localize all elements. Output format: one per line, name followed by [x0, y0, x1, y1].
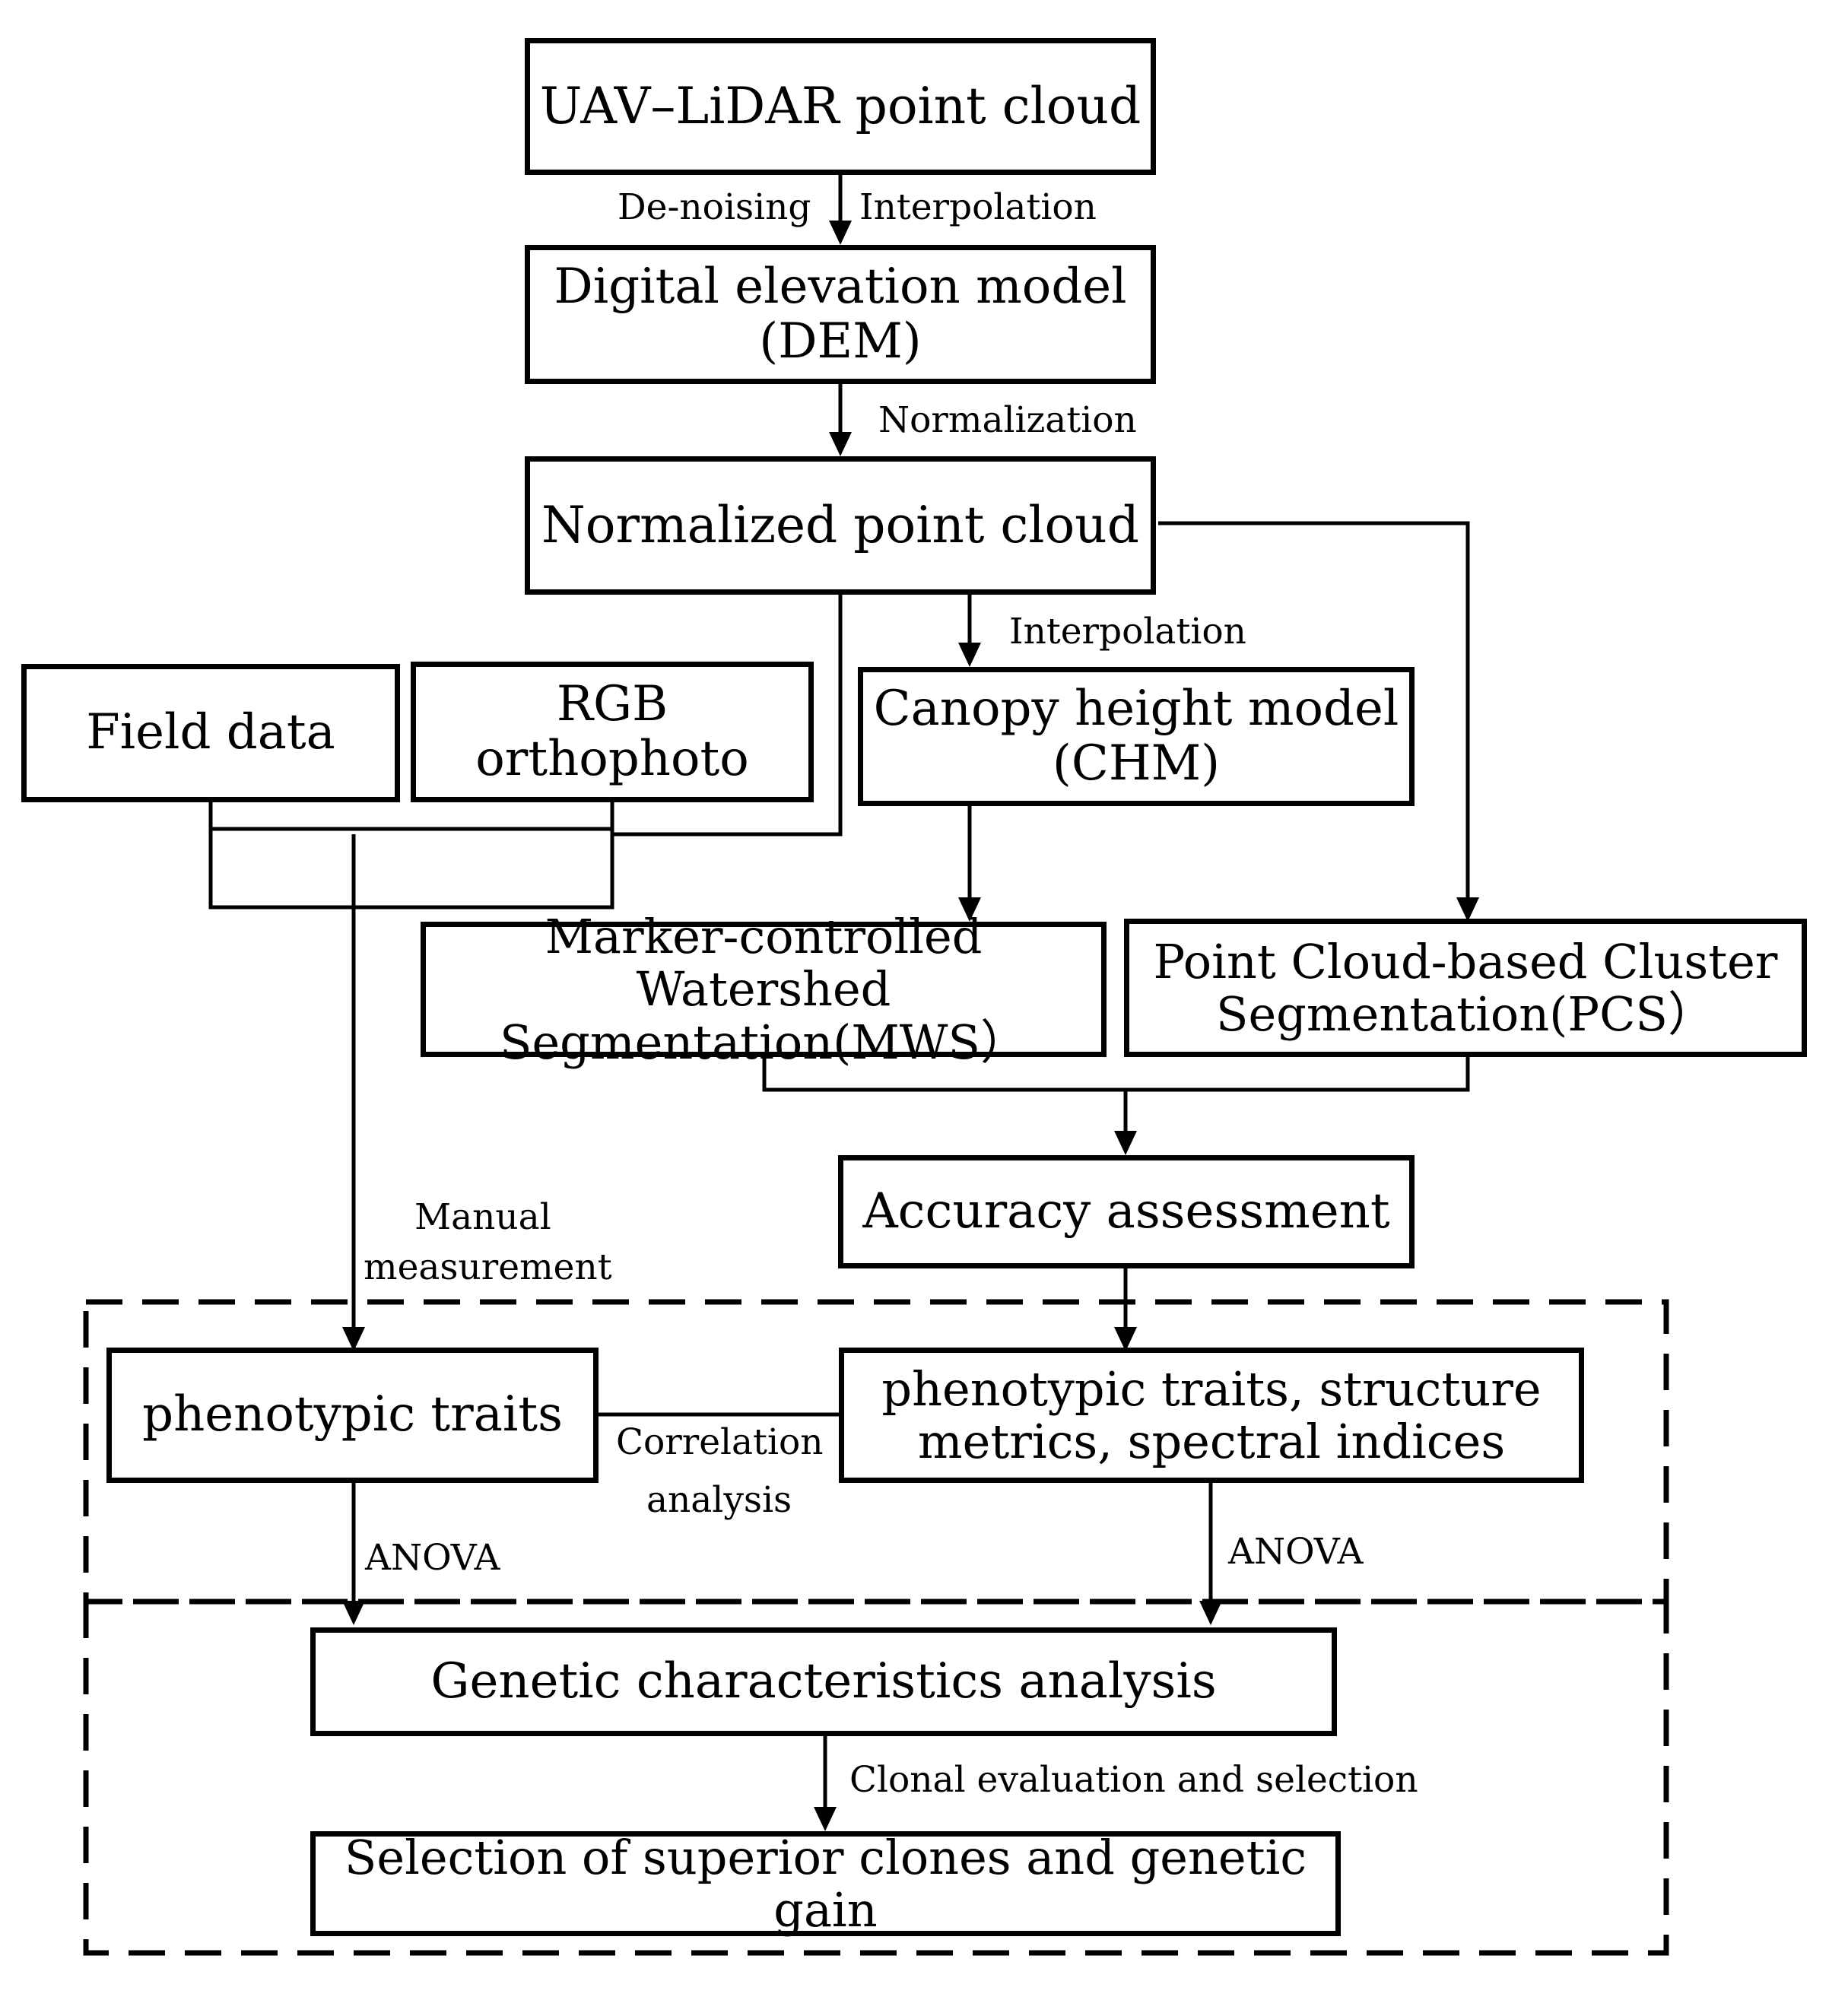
node-genetic-label: Genetic characteristics analysis — [430, 1653, 1217, 1710]
node-chm-label-2: (CHM) — [1052, 735, 1221, 792]
node-phenotypic-traits-left: phenotypic traits — [106, 1348, 599, 1483]
node-dem-label-2: (DEM) — [759, 313, 922, 370]
node-superior-clones: Selection of superior clones and genetic… — [310, 1829, 1341, 1938]
label-normalization: Normalization — [878, 399, 1137, 441]
label-manual-line-1: Manual — [414, 1196, 551, 1238]
node-pcs-label-1: Point Cloud-based Cluster — [1153, 933, 1778, 989]
arrow-normalized-to-pcs — [1158, 521, 1470, 901]
node-uav-lidar: UAV–LiDAR point cloud — [525, 38, 1156, 175]
node-selection-label: Selection of superior clones and genetic… — [344, 1829, 1307, 1938]
node-phenotypic-traits-right: phenotypic traits, structure metrics, sp… — [839, 1348, 1584, 1483]
node-dem: Digital elevation model (DEM) — [525, 245, 1156, 384]
node-phen-right-label-1: phenotypic traits, structure — [881, 1360, 1542, 1417]
node-rgb-label: RGB orthophoto — [475, 675, 749, 787]
label-denoising: De-noising — [618, 186, 811, 228]
label-correlation-line-2: analysis — [646, 1479, 792, 1521]
node-accuracy-label: Accuracy assessment — [862, 1183, 1390, 1240]
node-chm-label-1: Canopy height model — [873, 680, 1399, 737]
label-manual-line-2: measurement — [364, 1246, 612, 1288]
node-uav-lidar-label: UAV–LiDAR point cloud — [539, 77, 1142, 136]
label-interpolation-top: Interpolation — [859, 186, 1097, 228]
bracket-field-rgb — [208, 802, 614, 910]
node-phen-right-label-2: metrics, spectral indices — [917, 1414, 1506, 1469]
label-anova-right: ANOVA — [1228, 1531, 1364, 1573]
label-interpolation-mid: Interpolation — [1009, 611, 1246, 652]
node-mws: Marker-controlled Watershed Segmentation… — [421, 910, 1107, 1068]
node-phen-left-label: phenotypic traits — [142, 1386, 563, 1443]
node-normalized-label: Normalized point cloud — [541, 496, 1139, 555]
node-field-data: Field data — [21, 664, 400, 802]
node-mws-label-2: Segmentation(MWS） — [499, 1014, 1028, 1070]
node-rgb-orthophoto: RGB orthophoto — [411, 662, 814, 802]
node-genetic-analysis: Genetic characteristics analysis — [310, 1627, 1337, 1736]
line-normalized-to-bracket — [612, 595, 843, 837]
node-normalized-point-cloud: Normalized point cloud — [525, 456, 1156, 595]
label-anova-left: ANOVA — [365, 1537, 500, 1579]
node-field-label: Field data — [86, 704, 335, 761]
node-pcs-label-2: Segmentation(PCS） — [1216, 986, 1715, 1042]
node-dem-label-1: Digital elevation model — [554, 258, 1127, 315]
merge-mws-pcs — [762, 1057, 1470, 1092]
node-chm: Canopy height model (CHM) — [858, 667, 1415, 806]
label-correlation-line-1: Correlation — [616, 1421, 824, 1463]
label-clonal-evaluation: Clonal evaluation and selection — [849, 1759, 1418, 1801]
node-pcs: Point Cloud-based Cluster Segmentation(P… — [1124, 919, 1807, 1057]
dashed-group-genetics — [83, 1599, 1669, 1956]
node-mws-label-1: Marker-controlled Watershed — [545, 908, 983, 1018]
node-accuracy-assessment: Accuracy assessment — [838, 1155, 1415, 1268]
